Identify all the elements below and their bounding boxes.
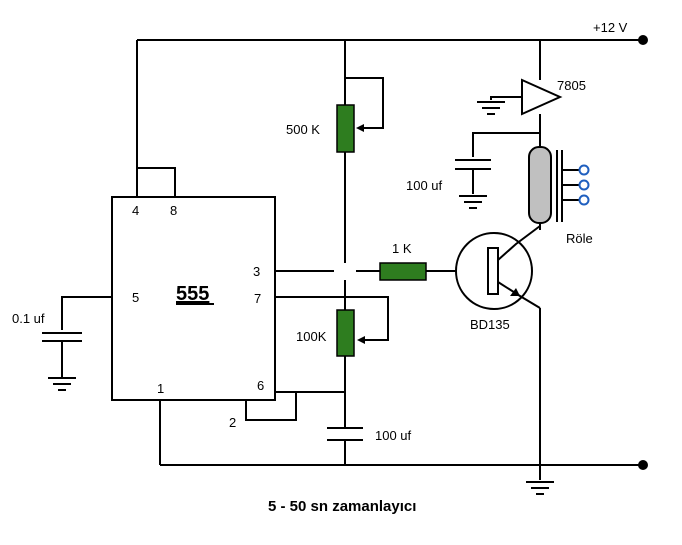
regulator-label: 7805	[557, 78, 586, 93]
capacitor-control-label: 0.1 uf	[12, 311, 45, 326]
pot-100k-label: 100K	[296, 329, 327, 344]
pin-8-label: 8	[170, 203, 177, 218]
ground-symbol-main	[526, 481, 554, 495]
ic-label: 555	[176, 283, 209, 305]
pin-6-label: 6	[257, 378, 264, 393]
potentiometer-100k	[336, 296, 389, 357]
pin-5-label: 5	[132, 290, 139, 305]
control-capacitor	[42, 296, 112, 391]
pin-3-label: 3	[253, 264, 260, 279]
pin-4-8-wiring	[136, 40, 176, 197]
ic-555	[111, 196, 276, 401]
pin-2-6-wiring	[245, 391, 345, 421]
ground-rail	[160, 460, 648, 470]
supply-rail	[137, 35, 648, 45]
capacitor-reg-label: 100 uf	[406, 178, 443, 193]
pot-500k-label: 500 K	[286, 122, 320, 137]
pin-4-label: 4	[132, 203, 139, 218]
pin-2-label: 2	[229, 415, 236, 430]
pin-1-label: 1	[157, 381, 164, 396]
timing-capacitor	[327, 427, 363, 441]
regulator-capacitor	[455, 132, 540, 209]
pin-7-label: 7	[254, 291, 261, 306]
base-resistor-label: 1 K	[392, 241, 412, 256]
potentiometer-500k	[336, 77, 384, 153]
relay-label: Röle	[566, 231, 593, 246]
relay-contacts	[578, 164, 590, 206]
relay-coil	[528, 146, 579, 230]
supply-label: +12 V	[593, 20, 628, 35]
capacitor-timing-label: 100 uf	[375, 428, 412, 443]
transistor-bd135	[455, 225, 541, 480]
caption: 5 - 50 sn zamanlayıcı	[268, 498, 416, 515]
regulator-7805	[477, 40, 563, 147]
transistor-label: BD135	[470, 317, 510, 332]
